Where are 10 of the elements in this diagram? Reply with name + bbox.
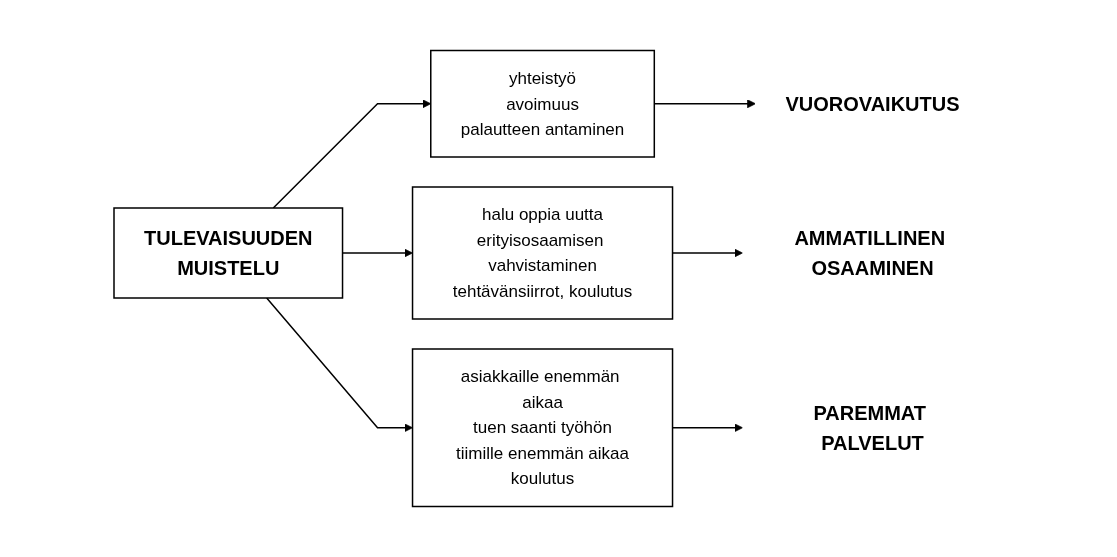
node-text: PAREMMAT PALVELUT [813, 401, 927, 454]
node-box: yhteistyö avoimuus palautteen antaminen [430, 49, 656, 158]
node-box: halu oppia uutta erityisosaamisen vahvistaminen tehtävänsiirrot, koulutus [412, 186, 674, 320]
node-box: asiakkaille enemmän aikaa tuen saanti työhön tiimille enemmän aikaa koulutus [412, 348, 674, 508]
node-box: TULEVAISUUDEN MUISTELU [113, 207, 344, 299]
arrow [672, 423, 744, 433]
node-text: VUOROVAIKUTUS [785, 92, 960, 115]
arrow [672, 248, 744, 258]
arrow [272, 99, 432, 209]
node-text: AMMATILLINEN OSAAMINEN [794, 227, 946, 279]
